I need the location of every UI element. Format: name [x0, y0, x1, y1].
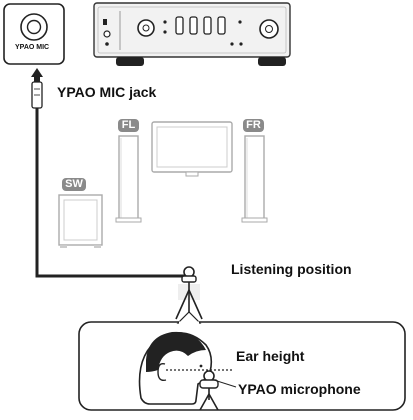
subwoofer-tag: SW — [62, 178, 86, 191]
mic-jack-panel — [3, 3, 65, 65]
listening-position-mic — [175, 266, 203, 322]
ypao-microphone-closeup — [166, 369, 237, 411]
listening-position-label: Listening position — [231, 261, 352, 277]
front-right-tag: FR — [243, 119, 264, 132]
mic-jack-label: YPAO MIC jack — [57, 84, 157, 100]
jack-panel-label: YPAO MIC — [15, 44, 50, 51]
speaker-front-left — [115, 135, 142, 223]
ypao-microphone-label: YPAO microphone — [238, 381, 361, 397]
amplifier — [93, 2, 291, 66]
subwoofer — [58, 194, 103, 248]
front-left-tag: FL — [118, 119, 139, 132]
speaker-front-right — [241, 135, 268, 223]
ear-height-label: Ear height — [236, 348, 305, 364]
television — [151, 121, 233, 177]
